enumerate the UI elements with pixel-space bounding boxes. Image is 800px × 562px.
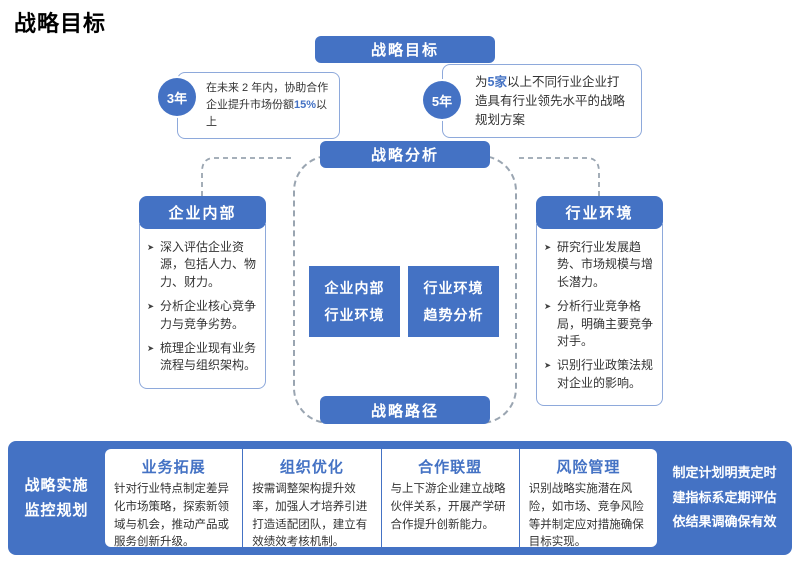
column-cooperation-alliance: 合作联盟 与上下游企业建立战略伙伴关系，开展产学研合作提升创新能力。 [380, 449, 519, 547]
column-risk-management: 风险管理 识别战略实施潜在风险，如市场、竞争风险等并制定应对措施确保目标实现。 [518, 449, 657, 547]
goal-5yr-post: 以上不同行业企业打造具有行业领先水平的战略规划方案 [475, 75, 626, 127]
internal-panel-body: 深入评估企业资源，包括人力、物力、财力。 分析企业核心竞争力与竞争劣势。 梳理企… [139, 224, 266, 389]
bullet-item: 识别行业政策法规对企业的影响。 [544, 357, 655, 392]
badge-3yr-label: 3年 [166, 90, 188, 106]
industry-panel-title: 行业环境 [565, 205, 634, 222]
goal-3yr-highlight: 15% [294, 99, 317, 112]
execution-left-line: 监控规划 [24, 502, 89, 519]
execution-left-label: 战略实施 监控规划 [8, 441, 105, 555]
column-text: 与上下游企业建立战略伙伴关系，开展产学研合作提升创新能力。 [390, 483, 506, 531]
internal-panel-header: 企业内部 [139, 196, 266, 229]
badge-5yr: 5年 [423, 81, 461, 119]
connector-right-icon [517, 157, 600, 196]
badge-5yr-label: 5年 [431, 93, 453, 109]
column-text: 识别战略实施潜在风险，如市场、竞争风险等并制定应对措施确保目标实现。 [528, 483, 644, 547]
center-box-line: 趋势分析 [423, 307, 484, 323]
industry-panel-header: 行业环境 [536, 196, 663, 229]
execution-right-line: 建指标系定期评估 [672, 489, 777, 505]
execution-right-line: 依结果调确保有效 [672, 514, 777, 530]
bullet-item: 分析企业核心竞争力与竞争劣势。 [147, 298, 258, 333]
industry-bullet-list: 研究行业发展趋势、市场规模与增长潜力。 分析行业竞争格局，明确主要竞争对手。 识… [544, 239, 655, 392]
internal-bullet-list: 深入评估企业资源，包括人力、物力、财力。 分析企业核心竞争力与竞争劣势。 梳理企… [147, 239, 258, 375]
execution-columns-panel: 业务拓展 针对行业特点制定差异化市场策略，探索新领域与机会，推动产品或服务创新升… [105, 449, 657, 547]
goal-5yr-callout: 为5家以上不同行业企业打造具有行业领先水平的战略规划方案 [442, 64, 642, 139]
goal-5yr-pre: 为 [475, 75, 488, 89]
bullet-item: 研究行业发展趋势、市场规模与增长潜力。 [544, 239, 655, 291]
bullet-item: 分析行业竞争格局，明确主要竞争对手。 [544, 298, 655, 350]
bullet-item: 梳理企业现有业务流程与组织架构。 [147, 340, 258, 375]
execution-right-label: 制定计划明责定时 建指标系定期评估 依结果调确保有效 [657, 441, 792, 555]
column-text: 按需调整架构提升效率，加强人才培养引进打造适配团队，建立有效绩效考核机制。 [252, 483, 368, 547]
column-title: 合作联盟 [418, 459, 483, 476]
column-title: 风险管理 [556, 459, 621, 476]
center-box-trend-analysis: 行业环境 趋势分析 [408, 266, 499, 337]
execution-right-line: 制定计划明责定时 [672, 464, 777, 480]
analysis-pill-label: 战略分析 [370, 147, 439, 164]
goal-5yr-text: 为5家以上不同行业企业打造具有行业领先水平的战略规划方案 [475, 73, 631, 129]
industry-panel: 行业环境 研究行业发展趋势、市场规模与增长潜力。 分析行业竞争格局，明确主要竞争… [536, 196, 663, 407]
page-title: 战略目标 [14, 11, 107, 36]
goal-3yr-pre: 在未来 2 年内，协助合作企业提升市场份额 [206, 82, 329, 112]
column-title: 业务拓展 [141, 459, 206, 476]
bullet-item: 深入评估企业资源，包括人力、物力、财力。 [147, 239, 258, 291]
goal-3yr-callout: 在未来 2 年内，协助合作企业提升市场份额15%以上 [177, 72, 340, 140]
goal-3yr-text: 在未来 2 年内，协助合作企业提升市场份额15%以上 [206, 80, 331, 131]
path-pill-label: 战略路径 [370, 402, 439, 420]
execution-left-line: 战略实施 [24, 476, 89, 494]
column-title: 组织优化 [279, 459, 344, 476]
badge-3yr: 3年 [158, 78, 196, 116]
goal-pill-label: 战略目标 [370, 42, 439, 59]
internal-panel-title: 企业内部 [168, 205, 237, 222]
goal-pill: 战略目标 [315, 36, 495, 63]
goal-3yr-post: 以上 [206, 99, 328, 129]
center-box-line: 企业内部 [324, 280, 385, 296]
connector-left-icon [201, 157, 293, 196]
center-boxes: 企业内部 行业环境 行业环境 趋势分析 [309, 266, 499, 337]
column-business-expansion: 业务拓展 针对行业特点制定差异化市场策略，探索新领域与机会，推动产品或服务创新升… [105, 449, 242, 547]
column-organization-optimization: 组织优化 按需调整架构提升效率，加强人才培养引进打造适配团队，建立有效绩效考核机… [242, 449, 380, 547]
analysis-pill: 战略分析 [320, 141, 490, 168]
center-box-line: 行业环境 [423, 280, 484, 296]
path-pill: 战略路径 [320, 396, 490, 424]
goal-5yr-highlight: 5家 [487, 75, 507, 89]
column-text: 针对行业特点制定差异化市场策略，探索新领域与机会，推动产品或服务创新升级。 [114, 483, 229, 547]
center-box-internal-environment: 企业内部 行业环境 [309, 266, 400, 337]
industry-panel-body: 研究行业发展趋势、市场规模与增长潜力。 分析行业竞争格局，明确主要竞争对手。 识… [536, 224, 663, 407]
internal-panel: 企业内部 深入评估企业资源，包括人力、物力、财力。 分析企业核心竞争力与竞争劣势… [139, 196, 266, 389]
execution-band: 战略实施 监控规划 业务拓展 针对行业特点制定差异化市场策略，探索新领域与机会，… [8, 441, 792, 555]
center-box-line: 行业环境 [324, 307, 385, 323]
